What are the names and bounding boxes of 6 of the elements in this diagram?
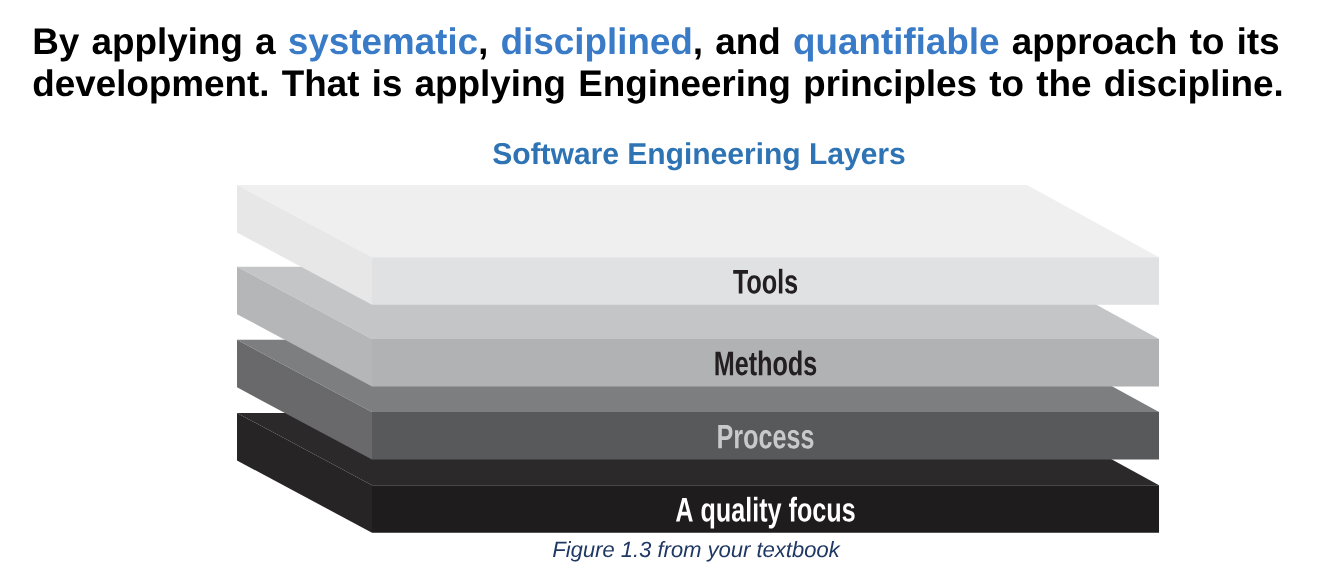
figure-caption: Figure 1.3 from your textbook: [553, 541, 841, 562]
layer-band: Process: [372, 412, 1159, 460]
layer-band: Methods: [372, 338, 1159, 387]
layer-band: A quality focus: [372, 485, 1159, 533]
heading-text: By applying a systematic, disciplined, and quantifiable approach to its development. That is applying Engineering principles to the discipline.: [33, 27, 1282, 104]
diagram-title: Software Engineering Layers: [493, 142, 905, 171]
